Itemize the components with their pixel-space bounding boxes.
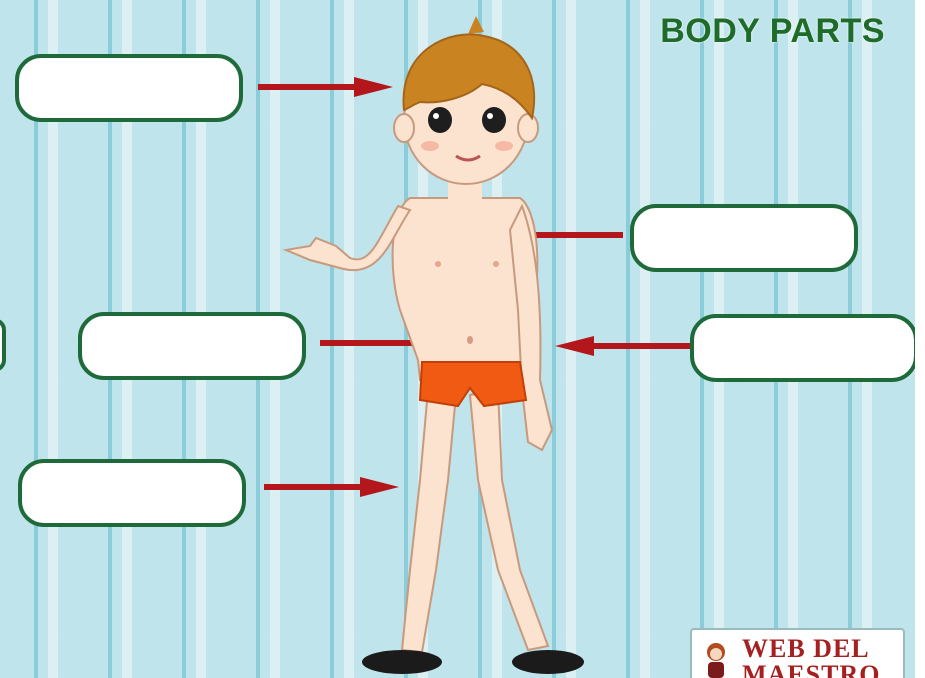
- web-del-maestro-logo: WEB DEL MAESTRO: [690, 628, 905, 678]
- answer-box-head[interactable]: [15, 54, 243, 122]
- logo-text-line2: MAESTRO: [742, 660, 880, 678]
- answer-input-waist[interactable]: [709, 334, 900, 362]
- child-figure-illustration: [270, 10, 590, 678]
- answer-input-head[interactable]: [34, 74, 225, 102]
- answer-input-chest[interactable]: [649, 224, 840, 252]
- answer-input-leg[interactable]: [37, 479, 228, 507]
- answer-input-arm[interactable]: [97, 332, 288, 360]
- answer-box-chest[interactable]: [630, 204, 858, 272]
- page-title: BODY PARTS: [660, 12, 885, 51]
- answer-box-leg[interactable]: [18, 459, 246, 527]
- page-margin: [915, 0, 925, 678]
- teacher-mascot-icon: [700, 640, 732, 678]
- partial-answer-box: [0, 318, 6, 372]
- answer-box-waist[interactable]: [690, 314, 915, 382]
